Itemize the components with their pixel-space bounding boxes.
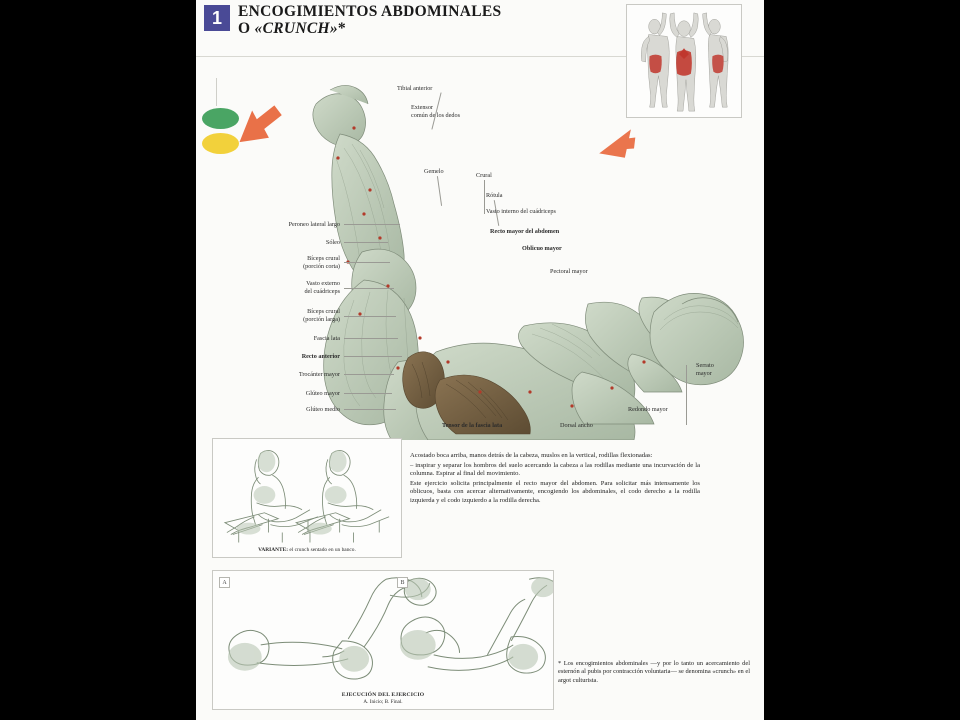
exercise-number-badge: 1 <box>204 5 230 31</box>
label-soleo: Sóleo <box>325 239 340 246</box>
leader-line <box>344 242 388 243</box>
page-title: ENCOGIMIENTOS ABDOMINALES O «CRUNCH»* <box>238 3 501 37</box>
label-tibial-anterior: Tibial anterior <box>397 85 433 92</box>
leader-line <box>344 262 390 263</box>
execution-illustration-box: A B <box>212 570 554 710</box>
header-divider <box>196 56 764 57</box>
label-serrato-mayor-l2: mayor <box>696 370 712 377</box>
page-header: 1 ENCOGIMIENTOS ABDOMINALES O «CRUNCH»* <box>196 0 764 58</box>
main-anatomy-illustration <box>212 62 752 440</box>
label-biceps-crural-corta-l2: (porción corta) <box>303 263 340 270</box>
label-tensor-fascia-lata: Tensor de la fascia lata <box>442 422 503 429</box>
title-line-2-term: «CRUNCH» <box>254 20 338 37</box>
label-extensor-comun-l2: común de los dedos <box>411 112 460 119</box>
title-line-2-suffix: * <box>337 20 346 37</box>
leader-line <box>344 356 402 357</box>
label-gemelo: Gemelo <box>424 168 444 175</box>
leader-line <box>344 224 400 225</box>
label-trocanter-mayor: Trocánter mayor <box>298 371 340 378</box>
leader-line <box>484 180 485 214</box>
label-gluteo-mayor: Glúteo mayor <box>305 390 340 397</box>
leader-line <box>686 365 687 425</box>
description-paragraph-2: – inspirar y separar los hombros del sue… <box>410 461 700 478</box>
label-serrato-mayor-l1: Serrato <box>696 362 714 369</box>
seated-crunch-illustration <box>223 450 390 543</box>
letterbox-right <box>764 0 960 720</box>
label-vasto-interno: Vasto interno del cuádriceps <box>486 208 556 215</box>
title-line-1: ENCOGIMIENTOS ABDOMINALES <box>238 3 502 20</box>
label-dorsal-ancho: Dorsal ancho <box>560 422 593 429</box>
label-vasto-externo-l1: Vasto externo <box>306 280 340 287</box>
variant-caption: VARIANTE: el crunch sentado en un banco. <box>213 547 401 553</box>
leader-line <box>344 393 392 394</box>
label-biceps-crural-corta-l1: Bíceps crural <box>307 255 340 262</box>
variant-caption-text: el crunch sentado en un banco. <box>288 547 356 553</box>
label-extensor-comun-l1: Extensor <box>411 104 433 111</box>
arrow-icon-upper <box>599 129 636 158</box>
label-biceps-crural-larga-l1: Bíceps crural <box>307 308 340 315</box>
label-biceps-crural-larga-l2: (porción larga) <box>303 316 340 323</box>
label-recto-anterior: Recto anterior <box>301 353 340 360</box>
exercise-description: Acostado boca arriba, manos detrás de la… <box>410 452 700 507</box>
crunch-execution-illustration <box>227 577 553 680</box>
difficulty-dot-yellow <box>202 133 239 154</box>
label-gluteo-medio: Glúteo medio <box>306 406 340 413</box>
label-fascia-lata: Fascia lata <box>313 335 340 342</box>
muscle-overview-inset <box>626 4 742 118</box>
leader-line <box>344 338 398 339</box>
crunch-anatomy-figure <box>239 85 744 440</box>
leader-line <box>344 374 394 375</box>
letterbox-left <box>0 0 196 720</box>
label-vasto-externo-l2: del cuádriceps <box>304 288 340 295</box>
variant-caption-bold: VARIANTE: <box>258 547 289 553</box>
description-paragraph-3: Este ejercicio solicita principalmente e… <box>410 479 700 504</box>
title-line-2: O «CRUNCH»* <box>238 20 501 37</box>
variant-illustration-box: VARIANTE: el crunch sentado en un banco. <box>212 438 402 558</box>
label-crural: Crural <box>476 172 492 179</box>
description-paragraph-1: Acostado boca arriba, manos detrás de la… <box>410 452 653 459</box>
bracket-line <box>216 78 217 106</box>
label-oblicuo-mayor: Oblicuo mayor <box>522 245 562 252</box>
execution-caption: EJECUCIÓN DEL EJERCICIO A. Inicio; B. Fi… <box>213 692 553 705</box>
execution-caption-title: EJECUCIÓN DEL EJERCICIO <box>341 692 425 698</box>
standing-figures-illustration <box>641 12 729 112</box>
difficulty-dot-green <box>202 108 239 129</box>
execution-caption-sub: A. Inicio; B. Final. <box>363 699 403 705</box>
label-recto-mayor-abdomen: Recto mayor del abdomen <box>490 228 560 235</box>
title-line-2-prefix: O <box>238 20 255 37</box>
leader-line <box>344 316 396 317</box>
label-redondo-mayor: Redondo mayor <box>628 406 668 413</box>
leader-line <box>344 288 394 289</box>
label-pectoral-mayor: Pectoral mayor <box>550 268 588 275</box>
execution-tag-a: A <box>219 577 230 588</box>
execution-tag-b: B <box>397 577 408 588</box>
leader-line <box>344 409 396 410</box>
textbook-page: 1 ENCOGIMIENTOS ABDOMINALES O «CRUNCH»* <box>196 0 764 720</box>
label-rotula: Rótula <box>486 192 503 199</box>
label-peroneo-lateral-largo: Peroneo lateral largo <box>288 221 340 228</box>
difficulty-indicator <box>202 108 242 158</box>
footnote-text: * Los encogimientos abdominales —y por l… <box>558 660 750 684</box>
